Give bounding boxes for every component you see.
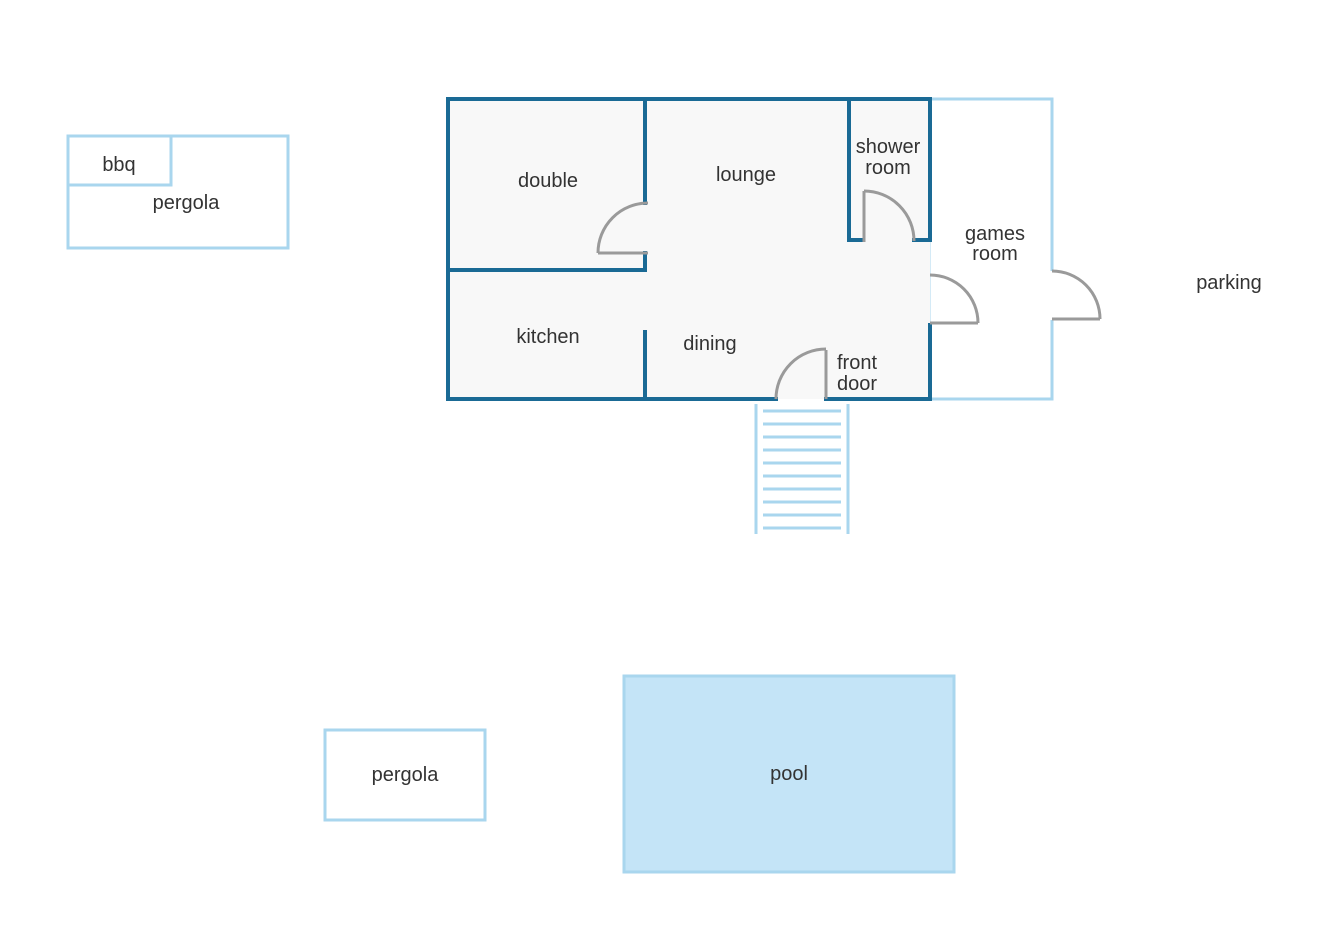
pergola-bottom: pergola — [323, 728, 487, 822]
pool: pool — [622, 674, 956, 874]
front-door-label-line1: front — [837, 352, 877, 374]
pergola-bottom-outline — [323, 728, 487, 822]
main-house — [446, 97, 932, 401]
shower-room-label-line1: shower — [856, 136, 921, 158]
lounge-label: lounge — [716, 164, 776, 186]
front-door-label-line2: door — [837, 373, 877, 395]
kitchen-label: kitchen — [516, 326, 579, 348]
shower-room-label-line2: room — [865, 157, 911, 179]
pool-label: pool — [770, 763, 808, 785]
games-room: games room — [927, 97, 1055, 401]
pool-area — [622, 674, 956, 874]
bbq-outline — [66, 134, 173, 187]
door-double — [596, 201, 649, 255]
front-stairs — [754, 404, 850, 534]
dining-label: dining — [683, 333, 736, 355]
games-room-outline — [927, 97, 1054, 401]
games-room-label-line2: room — [972, 243, 1018, 265]
door-house-games — [929, 273, 980, 325]
pergola-top-label: pergola — [153, 192, 221, 214]
pergola-bbq-area: bbq pergola — [66, 134, 290, 250]
door-games-parking — [1051, 269, 1102, 321]
bbq-label: bbq — [102, 154, 135, 176]
doors — [596, 189, 1102, 400]
door-front — [774, 347, 827, 400]
parking-label: parking — [1196, 272, 1262, 294]
pergola-bottom-label: pergola — [372, 764, 440, 786]
double-label: double — [518, 170, 578, 192]
games-room-label-line1: games — [965, 223, 1025, 245]
door-shower — [862, 189, 916, 242]
